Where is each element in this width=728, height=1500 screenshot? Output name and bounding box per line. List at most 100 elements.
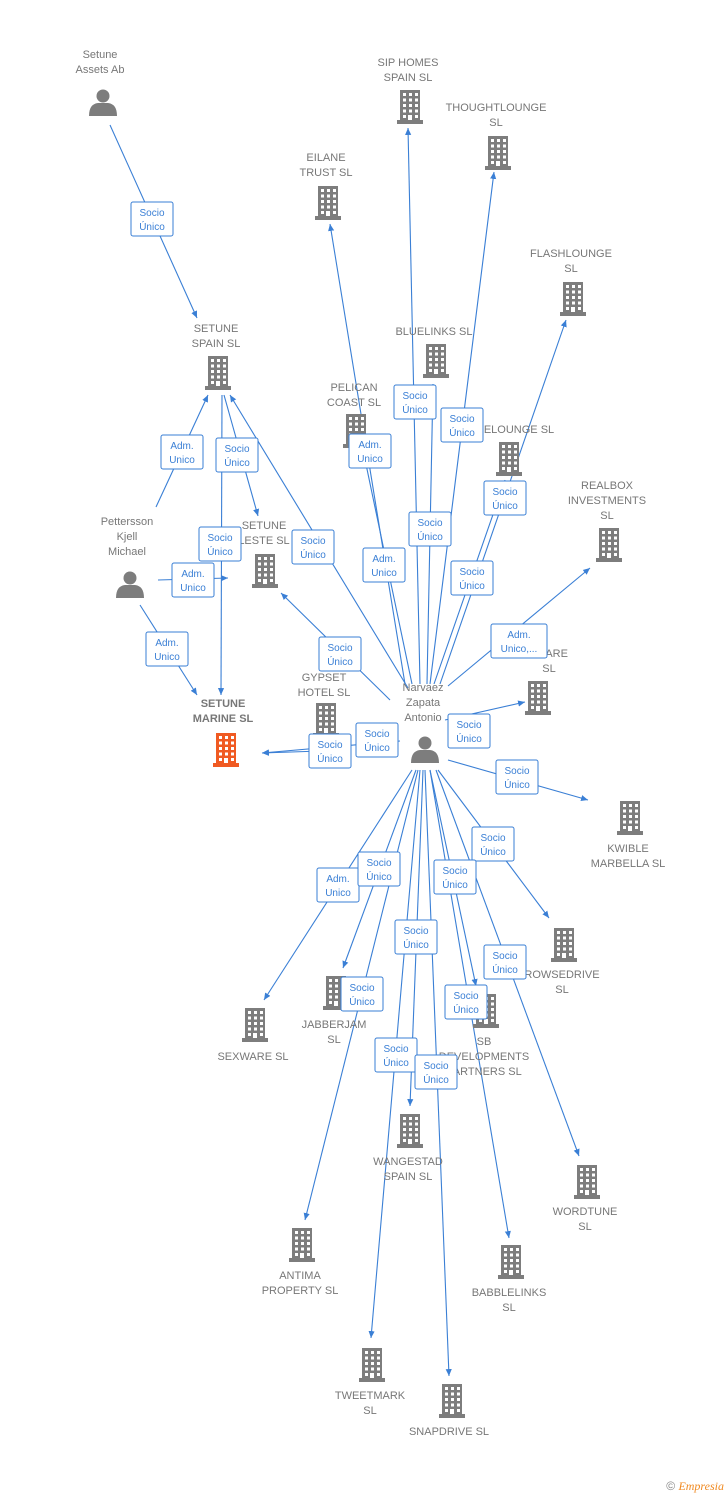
node-label-line: ANTIMA bbox=[279, 1270, 321, 1282]
node-label-line: SPAIN SL bbox=[384, 1171, 433, 1183]
edge-label-text: Unico bbox=[154, 652, 180, 663]
node-label-line: Antonio bbox=[404, 712, 441, 724]
edge-label-text: Único bbox=[442, 878, 468, 891]
node-label-line: COAST SL bbox=[327, 397, 381, 409]
antima-building-icon[interactable] bbox=[289, 1228, 315, 1262]
wangestad-building-icon[interactable] bbox=[397, 1114, 423, 1148]
node-label-line: TRUST SL bbox=[300, 167, 353, 179]
edge-label-narvaez-realbox[interactable]: Adm.Unico,... bbox=[490, 623, 548, 659]
edge-label-narvaez-pelican[interactable]: Adm.Unico bbox=[348, 433, 392, 469]
node-label-line: KWIBLE bbox=[607, 843, 649, 855]
edge-label-text: Único bbox=[417, 530, 443, 543]
node-label-line: JABBERJAM bbox=[302, 1019, 367, 1031]
node-label-line: SIP HOMES bbox=[378, 57, 439, 69]
edge-label-text: Único bbox=[300, 548, 326, 561]
tweetmark-building-icon[interactable] bbox=[359, 1348, 385, 1382]
setune-leste-building-icon[interactable] bbox=[252, 554, 278, 588]
edge-label-text: Socio bbox=[403, 926, 428, 937]
setune-marine-building-icon[interactable] bbox=[213, 733, 239, 767]
thoughtlounge-building-icon[interactable] bbox=[485, 136, 511, 170]
setune-assets-person-icon[interactable] bbox=[89, 89, 117, 117]
node-label-line: Zapata bbox=[406, 697, 441, 709]
edge-label-text: Socio bbox=[327, 643, 352, 654]
rowsedrive-building-icon[interactable] bbox=[551, 928, 577, 962]
edge-label-text: Socio bbox=[417, 518, 442, 529]
edge-label-text: Socio bbox=[402, 391, 427, 402]
sip-homes-building-icon[interactable] bbox=[397, 90, 423, 124]
edge-label-text: Socio bbox=[449, 414, 474, 425]
edge-label-pettersson-setune_marine[interactable]: Adm. Unico bbox=[145, 631, 189, 667]
edge-label-text: Único bbox=[383, 1056, 409, 1069]
edge-label-pettersson-setune_spain[interactable]: Adm.Unico bbox=[160, 434, 204, 470]
node-label-line: Michael bbox=[108, 546, 146, 558]
babblelinks-building-icon[interactable] bbox=[498, 1245, 524, 1279]
node-label-line: THOUGHTLOUNGE bbox=[446, 102, 547, 114]
edge-label-text: Único bbox=[139, 220, 165, 233]
realbox-building-icon[interactable] bbox=[596, 528, 622, 562]
snapdrive-building-icon[interactable] bbox=[439, 1384, 465, 1418]
narvaez-person-icon[interactable] bbox=[411, 736, 439, 764]
edge-label-pettersson-setune_leste[interactable]: Adm.Unico bbox=[171, 562, 215, 598]
eilane-building-icon[interactable] bbox=[315, 186, 341, 220]
edge-label-text: Único bbox=[492, 963, 518, 976]
edge-label-text: Socio bbox=[224, 444, 249, 455]
kwible-building-icon[interactable] bbox=[617, 801, 643, 835]
edge-label-text: Unico bbox=[180, 583, 206, 594]
bluelinks-building-icon[interactable] bbox=[423, 344, 449, 378]
node-label-line: SEXWARE SL bbox=[217, 1051, 288, 1063]
flashlounge-building-icon[interactable] bbox=[560, 282, 586, 316]
brand-logo[interactable]: Empresia bbox=[678, 1479, 724, 1493]
edge-label-text: Único bbox=[327, 655, 353, 668]
wordtune-building-icon[interactable] bbox=[574, 1165, 600, 1199]
edge-label-text: Unico bbox=[325, 888, 351, 899]
elounge-building-icon[interactable] bbox=[496, 442, 522, 476]
edge-label-text: Adm. bbox=[155, 638, 178, 649]
share-building-icon[interactable] bbox=[525, 681, 551, 715]
edge-label-text: Socio bbox=[349, 983, 374, 994]
node-label-line: TWEETMARK bbox=[335, 1390, 406, 1402]
edge-label-text: Único bbox=[403, 938, 429, 951]
edge-label-text: Socio bbox=[364, 729, 389, 740]
pettersson-person-icon[interactable] bbox=[116, 571, 144, 599]
node-label-line: PROPERTY SL bbox=[262, 1285, 339, 1297]
node-label-line: SL bbox=[327, 1034, 340, 1046]
gypset-building-icon[interactable] bbox=[313, 703, 339, 737]
edge-label-text: Socio bbox=[453, 991, 478, 1002]
edge-label-narvaez-sexware[interactable]: Adm.Unico bbox=[316, 867, 360, 903]
footer-credit: © Empresia bbox=[666, 1479, 724, 1494]
sexware-building-icon[interactable] bbox=[242, 1008, 268, 1042]
edge-label-narvaez-eilane[interactable]: Adm.Unico bbox=[362, 547, 406, 583]
edge-label-text: Socio bbox=[207, 533, 232, 544]
setune-spain-building-icon[interactable] bbox=[205, 356, 231, 390]
